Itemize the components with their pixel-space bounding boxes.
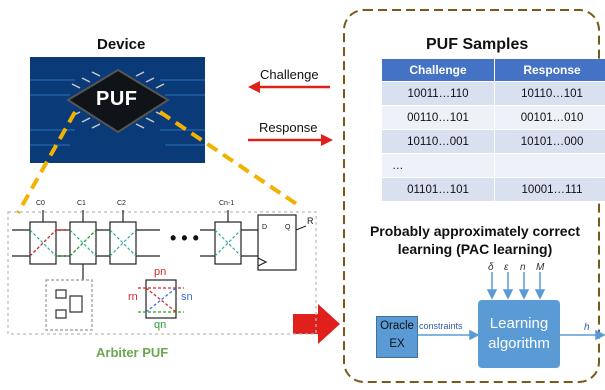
- table-row: 10011…110 10110…101: [382, 81, 605, 106]
- h-label: h: [584, 322, 590, 333]
- header-challenge: Challenge: [382, 59, 496, 82]
- pac-title-line1: Probably approximately correct: [369, 223, 581, 239]
- cell-challenge: 01101…101: [382, 177, 496, 201]
- response-arrow: [248, 134, 333, 146]
- cell-challenge: 00110…101: [382, 105, 496, 130]
- pac-flow: [417, 272, 605, 341]
- challenge-arrow: [248, 81, 330, 93]
- device-title: Device: [97, 36, 146, 53]
- stage-label-cn1: Cn-1: [219, 200, 235, 207]
- stage-p-label: pn: [154, 266, 167, 278]
- cell-response: 00101…010: [494, 105, 605, 130]
- table-row: 01101…101 10001…111: [382, 177, 605, 201]
- constraints-label: constraints: [419, 321, 463, 331]
- stage-ellipsis: • • •: [170, 228, 199, 248]
- learning-box: Learning algorithm: [478, 300, 560, 368]
- table-row: 10110…001 10101…000: [382, 129, 605, 154]
- stage-r-label: rn: [128, 291, 138, 303]
- table-header-row: Challenge Response: [382, 59, 605, 82]
- challenge-label: Challenge: [260, 67, 319, 82]
- param-m: M: [536, 262, 545, 273]
- param-epsilon: ε: [504, 262, 509, 273]
- chip-label: PUF: [96, 88, 138, 110]
- latch-q-label: Q: [285, 224, 291, 231]
- samples-table-wrap: Challenge Response 10011…110 10110…101 0…: [382, 59, 605, 201]
- output-r-label: R: [307, 216, 314, 226]
- stage-s-label: sn: [181, 291, 193, 303]
- table-row: 00110…101 00101…010: [382, 105, 605, 130]
- stage-label-c0: C0: [36, 200, 45, 207]
- cell-response: 10101…000: [494, 129, 605, 154]
- cell-challenge: 10011…110: [382, 81, 496, 106]
- pac-title-line2: learning (PAC learning): [397, 241, 553, 257]
- cell-challenge: 10110…001: [382, 129, 496, 154]
- samples-title: PUF Samples: [426, 36, 529, 53]
- stage-q-label: qn: [154, 319, 167, 331]
- param-n: n: [520, 262, 526, 273]
- learning-line1: Learning: [489, 315, 549, 332]
- cell-response: [494, 153, 605, 178]
- param-delta: δ: [488, 262, 494, 273]
- latch-d-label: D: [262, 224, 268, 231]
- zoom-line-right: [158, 110, 300, 207]
- samples-table: Challenge Response 10011…110 10110…101 0…: [382, 59, 605, 201]
- header-response: Response: [494, 59, 605, 82]
- oracle-box: Oracle EX: [376, 316, 418, 358]
- stage-label-c1: C1: [77, 200, 86, 207]
- arbiter-caption: Arbiter PUF: [96, 345, 169, 360]
- table-row: …: [382, 153, 605, 178]
- cell-response: 10110…101: [494, 81, 605, 106]
- learning-line2: algorithm: [488, 335, 550, 352]
- pac-title: Probably approximately correct learning …: [352, 222, 598, 258]
- cell-challenge: …: [382, 153, 496, 178]
- oracle-line2: EX: [389, 338, 405, 350]
- arbiter-schematic: [7, 210, 317, 335]
- stage-label-c2: C2: [117, 200, 126, 207]
- cell-response: 10001…111: [494, 177, 605, 201]
- response-label: Response: [259, 120, 318, 135]
- chip-body: [66, 68, 170, 134]
- oracle-line1: Oracle: [380, 320, 414, 332]
- zoom-line-left: [16, 111, 77, 214]
- chip-image: [30, 57, 205, 163]
